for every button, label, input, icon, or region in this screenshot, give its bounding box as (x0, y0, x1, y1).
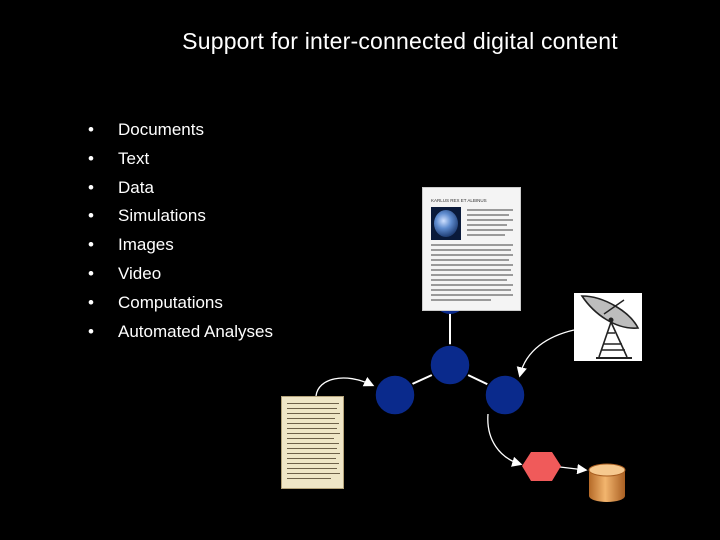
list-item-label: Text (118, 148, 150, 168)
network-node (429, 344, 471, 386)
content-type-list: • Documents • Text • Data • Simulations • Ima… (88, 117, 273, 347)
list-item-label: Simulations (118, 206, 206, 226)
arrow-hexagon-to-database (559, 463, 588, 475)
list-item-label: Video (118, 263, 162, 283)
list-item: • Automated Analyses (88, 319, 273, 348)
list-item: • Data (88, 175, 273, 204)
slide-title: Support for inter-connected digital cont… (182, 28, 618, 54)
arrow-node-to-hexagon (487, 413, 523, 467)
list-item: • Text (88, 146, 273, 175)
edge-hub-to-right (467, 374, 490, 386)
network-node (374, 374, 416, 416)
document-heading: KARLUS REX ET ALBINUS (431, 198, 487, 203)
list-item: • Computations (88, 290, 273, 319)
earth-image (431, 207, 461, 240)
network-node (484, 374, 526, 416)
list-item-label: Automated Analyses (118, 321, 273, 341)
edge-hub-to-left (409, 374, 433, 386)
list-item: • Documents (88, 117, 273, 146)
bullet-icon: • (88, 263, 94, 283)
bullet-icon: • (88, 321, 94, 341)
bullet-icon: • (88, 120, 94, 139)
list-item-label: Data (118, 177, 154, 197)
list-item-label: Documents (118, 120, 204, 139)
hexagon-node (522, 452, 561, 481)
bullet-icon: • (88, 206, 94, 226)
arrow-satellite-to-node (516, 329, 575, 378)
list-item-label: Images (118, 235, 174, 255)
arrow-manuscript-to-node (315, 376, 375, 397)
bullet-icon: • (88, 292, 94, 312)
list-item: • Video (88, 261, 273, 290)
list-item: • Images (88, 232, 273, 261)
bullet-icon: • (88, 235, 94, 255)
satellite-dish-icon (574, 293, 642, 361)
document-thumbnail: KARLUS REX ET ALBINUS (422, 187, 521, 311)
bullet-icon: • (88, 148, 94, 168)
bullet-icon: • (88, 177, 94, 197)
database-icon (588, 463, 626, 502)
manuscript-thumbnail (281, 396, 344, 489)
list-item-label: Computations (118, 292, 223, 312)
list-item: • Simulations (88, 203, 273, 232)
